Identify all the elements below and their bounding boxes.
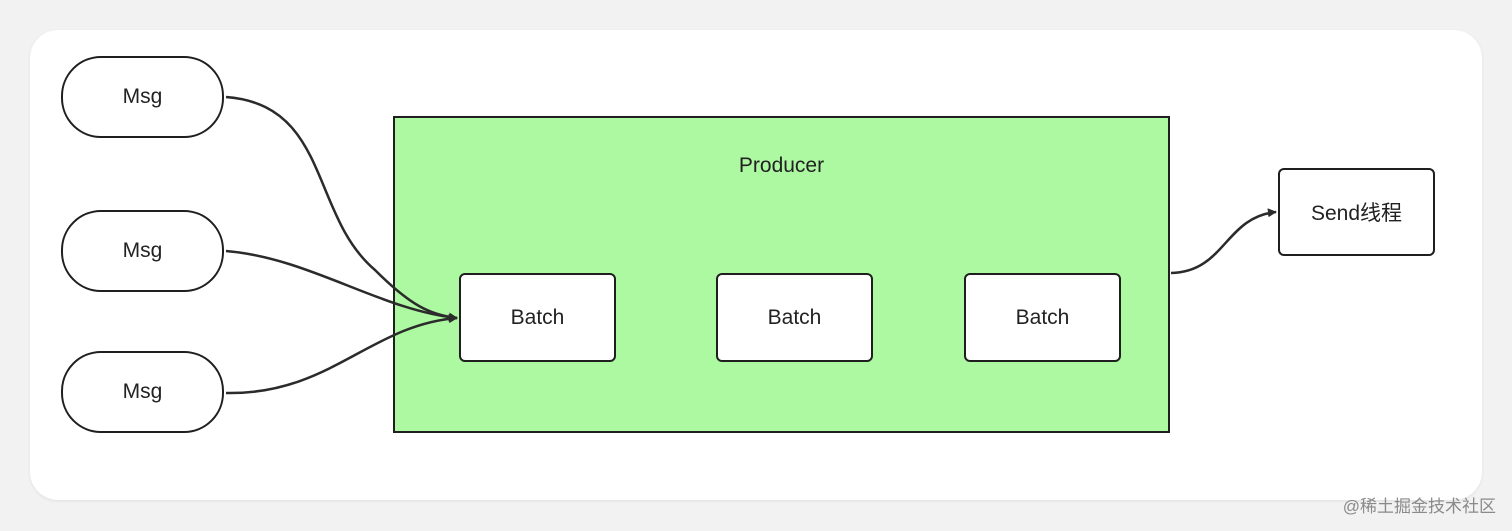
batch-node-3: Batch: [964, 273, 1121, 362]
msg-node-2: Msg: [61, 210, 224, 292]
send-thread-node: Send线程: [1278, 168, 1435, 256]
producer-label: Producer: [738, 154, 825, 177]
watermark: @稀土掘金技术社区: [1342, 497, 1496, 516]
batch-node-1: Batch: [459, 273, 616, 362]
batch-node-2: Batch: [716, 273, 873, 362]
msg-node-1: Msg: [61, 56, 224, 138]
msg-node-3: Msg: [61, 351, 224, 433]
